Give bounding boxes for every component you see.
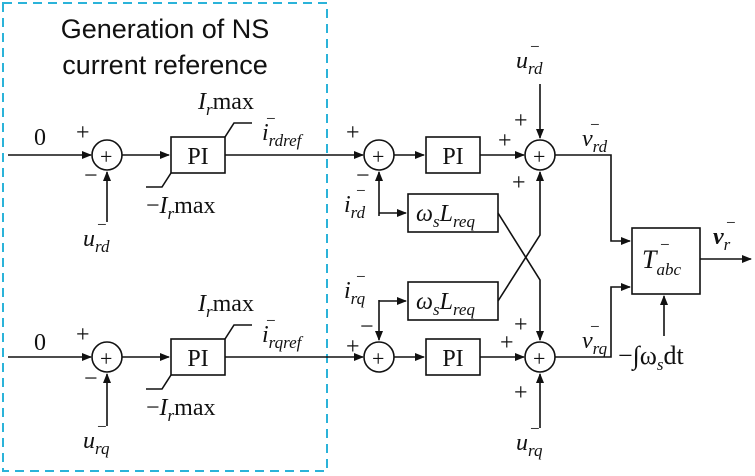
svg-text:irqref: irqref xyxy=(262,322,304,352)
svg-text:−: − xyxy=(590,115,600,134)
t-abc-block xyxy=(631,227,701,295)
limiter-mark-top xyxy=(224,324,252,340)
svg-text:irq: irq xyxy=(344,278,366,308)
plus-sign: + xyxy=(533,144,545,169)
plus-sign: + xyxy=(76,322,90,348)
svg-text:urd: urd xyxy=(516,48,543,78)
signal-label-ird: ird − xyxy=(344,181,366,222)
plus-sign: + xyxy=(372,144,384,169)
zero-input-bottom: 0 xyxy=(34,330,46,356)
t-abc-label: Tabc − xyxy=(642,235,681,279)
plus-sign: + xyxy=(100,144,112,169)
plus-sign: + xyxy=(346,120,360,146)
svg-text:urd: urd xyxy=(83,226,110,256)
svg-text:ird: ird xyxy=(344,192,366,222)
group-title-line2: current reference xyxy=(62,50,268,80)
svg-text:−: − xyxy=(590,317,600,336)
omega-l-label: ωsLreq xyxy=(416,289,475,319)
signal-label-irqref: irqref − xyxy=(262,311,304,352)
svg-text:vr: vr xyxy=(713,224,731,254)
pi-block-top-right xyxy=(425,136,481,174)
pi-block-bottom-left xyxy=(170,338,226,376)
signal-label-vr-output: vr − xyxy=(713,213,736,254)
minus-sign: − xyxy=(356,163,370,189)
pi-label: PI xyxy=(187,346,208,372)
svg-text:−Irmax: −Irmax xyxy=(146,193,216,223)
limiter-mark-bottom xyxy=(146,374,172,390)
svg-text:−: − xyxy=(97,215,107,234)
zero-input-top: 0 xyxy=(34,125,46,151)
svg-text:urq: urq xyxy=(83,428,110,458)
plus-sign: + xyxy=(76,120,90,146)
plus-sign: + xyxy=(512,170,526,196)
svg-text:−: − xyxy=(726,213,736,232)
plus-sign: + xyxy=(514,108,528,134)
svg-text:−Irmax: −Irmax xyxy=(146,395,216,425)
pi-block-bottom-right xyxy=(425,338,481,376)
signal-label-irq: irq − xyxy=(344,267,366,308)
plus-sign: + xyxy=(498,128,512,154)
plus-sign: + xyxy=(533,346,545,371)
plus-sign: + xyxy=(514,380,528,406)
signal-label-urd-feedforward: urd − xyxy=(516,37,543,78)
plus-sign: + xyxy=(100,346,112,371)
minus-sign: − xyxy=(360,314,374,340)
group-title-line1: Generation of NS xyxy=(61,14,270,44)
wire-vrq xyxy=(555,283,631,358)
signal-label-urq-feedforward: urq − xyxy=(516,419,543,460)
svg-text:−: − xyxy=(266,109,276,128)
plus-sign: + xyxy=(500,330,514,356)
integral-omega-label: −∫ωsdt xyxy=(618,341,685,374)
lower-limit-label-top: −Irmax xyxy=(146,193,216,223)
wire-vrd xyxy=(555,154,631,245)
signal-label-urq-input: urq − xyxy=(83,417,110,458)
svg-text:−: − xyxy=(266,311,276,330)
ns-reference-group-border xyxy=(2,2,328,472)
svg-text:−: − xyxy=(660,235,670,254)
signal-label-irdref: irdref − xyxy=(262,109,304,150)
omega-l-block-bottom xyxy=(407,281,499,321)
svg-text:Irmax: Irmax xyxy=(197,291,254,321)
limiter-mark-bottom xyxy=(146,172,172,188)
lower-limit-label-bottom: −Irmax xyxy=(146,395,216,425)
upper-limit-label-bottom: Irmax xyxy=(197,291,254,321)
pi-label: PI xyxy=(187,144,208,170)
svg-text:−: − xyxy=(530,419,540,438)
wire-cross-top-to-bottom xyxy=(497,212,544,341)
svg-text:Irmax: Irmax xyxy=(197,89,254,119)
pi-label: PI xyxy=(442,346,463,372)
wire-cross-bottom-to-top xyxy=(497,171,544,302)
svg-text:vrq: vrq xyxy=(582,328,608,358)
svg-text:urq: urq xyxy=(516,430,543,460)
svg-text:−: − xyxy=(530,37,540,56)
signal-label-urd-input: urd − xyxy=(83,215,110,256)
svg-text:Tabc: Tabc xyxy=(642,245,681,279)
minus-sign: − xyxy=(84,366,98,392)
svg-text:−∫ωsdt: −∫ωsdt xyxy=(618,341,685,374)
minus-sign: − xyxy=(84,163,98,189)
pi-label: PI xyxy=(442,144,463,170)
limiter-mark-top xyxy=(224,122,252,138)
svg-text:irdref: irdref xyxy=(262,120,304,150)
svg-text:−: − xyxy=(97,417,107,436)
svg-text:−: − xyxy=(356,267,366,286)
plus-sign: + xyxy=(346,334,360,360)
signal-label-vrd: vrd − xyxy=(582,115,608,156)
plus-sign: + xyxy=(514,312,528,338)
upper-limit-label-top: Irmax xyxy=(197,89,254,119)
svg-text:−: − xyxy=(356,181,366,200)
omega-l-label: ωsLreq xyxy=(416,201,475,231)
svg-text:vrd: vrd xyxy=(582,126,608,156)
plus-sign: + xyxy=(372,346,384,371)
omega-l-block-top xyxy=(407,193,499,233)
signal-label-vrq: vrq − xyxy=(582,317,608,358)
